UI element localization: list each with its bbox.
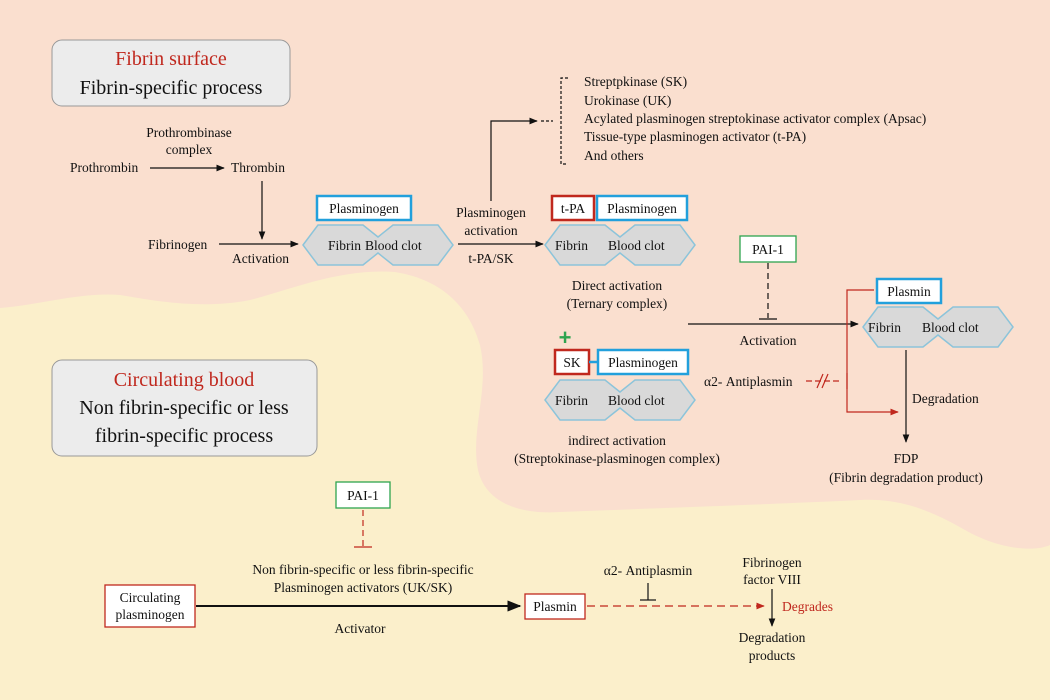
tpa-label: t-PA — [561, 201, 586, 216]
prothrombin-label: Prothrombin — [70, 160, 139, 175]
activator-item-5: And others — [584, 148, 644, 163]
fdp-label: FDP — [894, 451, 919, 466]
activator-item-1: Streptpkinase (SK) — [584, 74, 687, 89]
degradation-products-label-1: Degradation — [739, 630, 806, 645]
blood-clot-label-2: Blood clot — [608, 238, 665, 253]
prothrombinase-label-1: Prothrombinase — [146, 125, 232, 140]
plus-sign: + — [559, 325, 572, 350]
pa-label-1: Non fibrin-specific or less fibrin-speci… — [252, 562, 473, 577]
plasminogen-label-2: Plasminogen — [607, 201, 677, 216]
fibrin-label-2: Fibrin — [555, 238, 588, 253]
fibrin-surface-title: Fibrin surface — [115, 48, 227, 70]
activator-item-3: Acylated plasminogen streptokinase activ… — [584, 111, 926, 126]
pai1-label-bottom: PAI-1 — [347, 488, 379, 503]
circulating-plasminogen-label-1: Circulating — [120, 590, 181, 605]
fibrin-clot-2: t-PA Plasminogen Fibrin Blood clot — [544, 194, 696, 266]
plasmin-label-top: Plasmin — [887, 284, 931, 299]
fdp-full-label: (Fibrin degradation product) — [829, 470, 983, 485]
degrades-label: Degrades — [782, 599, 833, 614]
activators-arrow — [490, 117, 538, 201]
plasmin-box-bottom — [524, 593, 586, 620]
activators-list: Streptpkinase (SK) Urokinase (UK) Acylat… — [584, 74, 926, 163]
fibrin-clot-4: SK Plasminogen Fibrin Blood clot — [544, 348, 696, 421]
blood-clot-label-1: Blood clot — [365, 238, 422, 253]
activator-item-2: Urokinase (UK) — [584, 93, 671, 108]
indirect-activation-label-2: (Streptokinase-plasminogen complex) — [514, 451, 720, 466]
activators-bracket — [560, 77, 568, 165]
circulating-blood-subtitle-2: fibrin-specific process — [95, 425, 273, 447]
fibrin-surface-panel: Fibrin surface Fibrin-specific process — [51, 39, 291, 107]
pai1-box-bottom — [335, 481, 391, 509]
fibrinogen-label: Fibrinogen — [148, 237, 207, 252]
antiplasmin-slash-1 — [816, 373, 824, 389]
thrombin-label: Thrombin — [231, 160, 285, 175]
plasminogen-label-1: Plasminogen — [329, 201, 399, 216]
fibrinogen-label-bottom: Fibrinogen — [742, 555, 801, 570]
blood-clot-label-3: Blood clot — [922, 320, 979, 335]
sk-label: SK — [563, 355, 581, 370]
fibrin-surface-subtitle: Fibrin-specific process — [80, 77, 263, 99]
fibrin-surface-region — [0, 0, 1050, 549]
circulating-blood-subtitle-1: Non fibrin-specific or less — [79, 397, 289, 419]
indirect-activation-label-1: indirect activation — [568, 433, 666, 448]
fibrin-label-1: Fibrin — [328, 238, 361, 253]
plasmin-bracket-arrow — [846, 289, 899, 416]
tpa-sk-label: t-PA/SK — [468, 251, 514, 266]
antiplasmin-label-bottom: α2- Antiplasmin — [604, 563, 693, 578]
fibrin-clot-3: Plasmin Fibrin Blood clot — [862, 277, 1014, 348]
direct-activation-label-2: (Ternary complex) — [567, 296, 668, 311]
circulating-plasminogen-label-2: plasminogen — [116, 607, 185, 622]
antiplasmin-label-top: α2- Antiplasmin — [704, 374, 793, 389]
plasmin-label-bottom: Plasmin — [533, 599, 577, 614]
degradation-label: Degradation — [912, 391, 979, 406]
direct-activation-label-1: Direct activation — [572, 278, 663, 293]
pg-activation-label-2: activation — [464, 223, 517, 238]
degradation-products-label-2: products — [749, 648, 796, 663]
fibrin-label-3: Fibrin — [868, 320, 901, 335]
circulating-plasminogen-box — [104, 584, 196, 628]
antiplasmin-slash-2 — [821, 373, 829, 389]
fibrin-label-4: Fibrin — [555, 393, 588, 408]
circulating-blood-panel: Circulating blood Non fibrin-specific or… — [51, 359, 318, 457]
pai1-box-top — [739, 235, 797, 263]
activator-item-4: Tissue-type plasminogen activator (t-PA) — [584, 129, 806, 144]
activation-label: Activation — [232, 251, 289, 266]
activator-label: Activator — [335, 621, 386, 636]
pai1-label-top: PAI-1 — [752, 242, 784, 257]
circulating-blood-title: Circulating blood — [114, 369, 255, 391]
pa-label-2: Plasminogen activators (UK/SK) — [274, 580, 452, 595]
prothrombinase-label-2: complex — [166, 142, 213, 157]
fibrin-clot-1: Plasminogen Fibrin Blood clot — [302, 194, 454, 266]
pg-activation-label-1: Plasminogen — [456, 205, 526, 220]
factor-viii-label: factor VIII — [743, 572, 801, 587]
activation-label-2: Activation — [740, 333, 797, 348]
blood-clot-label-4: Blood clot — [608, 393, 665, 408]
plasminogen-label-3: Plasminogen — [608, 355, 678, 370]
